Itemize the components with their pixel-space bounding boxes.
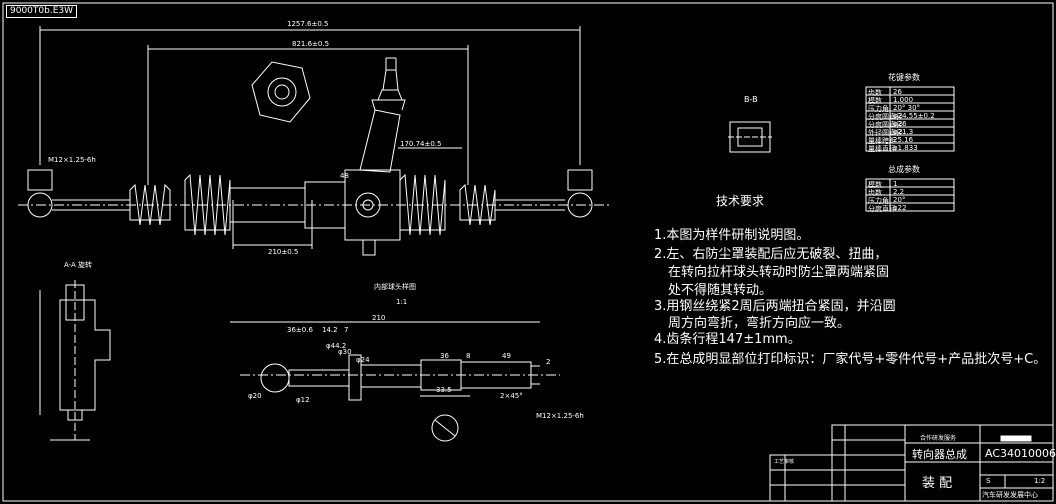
tech-requirement-item: 2.左、右防尘罩装配后应无破裂、扭曲， — [654, 247, 888, 262]
side-label: 工艺审核 — [774, 459, 795, 465]
detail-dim: 8 — [466, 352, 471, 360]
detail-dim: φ24 — [356, 356, 370, 364]
hex-view — [251, 61, 311, 123]
tech-requirements-title: 技术要求 — [716, 194, 765, 208]
detail-scale: 1:1 — [396, 298, 408, 306]
drawing-number: AC34010006 — [985, 447, 1056, 460]
table-cell: 压力角 — [868, 197, 889, 205]
detail-dim: 36±0.6 — [287, 326, 313, 334]
table-cell: φ24.55±0.2 — [893, 112, 935, 120]
detail-dim: 2 — [546, 358, 551, 366]
tech-requirement-item: 5.在总成明显部位打印标识：厂家代号+零件代号+产品批次号+C。 — [654, 352, 1047, 367]
detail-dim: 210 — [372, 314, 386, 322]
detail-title: 内部球头样图 — [374, 283, 416, 291]
detail-dim: φ44.2 — [326, 342, 347, 350]
table-cell: 分度直径 — [868, 205, 896, 213]
detail-dim: φ20 — [248, 392, 262, 400]
stage-mark: S — [986, 477, 991, 485]
table-cell: φ1.833 — [893, 144, 918, 152]
pinion-circle — [355, 192, 381, 218]
title-block-grid — [769, 424, 1054, 502]
spline-table-1-title: 花键参数 — [888, 73, 920, 82]
spline-table-2-grid — [865, 178, 955, 212]
title-block-note: 合作研发服务 — [920, 435, 957, 442]
tech-requirement-item: 1.本图为样件研制说明图。 — [654, 228, 810, 243]
section-bb-label: B-B — [744, 95, 758, 104]
section-aa — [59, 299, 111, 411]
table-cell: φ21.3 — [893, 128, 914, 136]
file-tag: 9000T0b.E3W — [6, 5, 78, 18]
table-cell: 模数 — [868, 181, 882, 189]
spline-table-2-title: 总成参数 — [888, 165, 920, 174]
detail-dim: 7 — [344, 326, 349, 334]
table-cell: 1.000 — [893, 96, 914, 104]
detail-dim: 14.2 — [322, 326, 338, 334]
table-cell: 模数 — [868, 97, 882, 105]
tech-requirement-item: 在转向拉杆球头转动时防尘罩两端紧固 — [668, 265, 890, 280]
detail-dim: M12×1.25-6h — [536, 412, 584, 420]
detail-dim: 2×45° — [500, 392, 523, 400]
tech-requirement-item: 3.用钢丝绕紧2周后两端扭合紧固，并沿圆 — [654, 299, 896, 314]
scale-mark: 1:2 — [1034, 477, 1046, 485]
table-cell: 齿数 — [868, 189, 882, 197]
left-dust-boot — [129, 183, 171, 226]
detail-dim: 33.5 — [436, 386, 452, 394]
part-name: 转向器总成 — [912, 448, 967, 461]
table-cell: 20° 30° — [893, 104, 921, 112]
table-cell: 26 — [893, 88, 902, 96]
table-cell: 外径圆直径 — [868, 129, 903, 137]
right-dust-boot — [399, 173, 446, 236]
table-cell: 分度圆直径 — [868, 113, 903, 121]
table-cell: 分度圆直径 — [868, 121, 903, 129]
overall-dimension: 1257.6±0.5 — [287, 20, 329, 28]
table-cell: 量棒跨距 — [868, 137, 896, 145]
table-cell: 2.2 — [893, 188, 905, 196]
section-aa-label: A-A 旋转 — [64, 261, 93, 269]
table-cell: φ22 — [893, 204, 907, 212]
table-cell: 20° — [893, 196, 906, 204]
detail-dim: φ12 — [296, 396, 310, 404]
rack-offset-dimension: 210±0.5 — [268, 248, 299, 256]
input-shaft-spline — [382, 69, 399, 91]
inner-dimension: 821.6±0.5 — [292, 40, 330, 48]
drawing-type: 装 配 — [922, 476, 953, 491]
pinion-dimension: 170.74±0.5 — [400, 140, 442, 148]
thread-callout: M12×1.25-6h — [48, 156, 96, 164]
table-cell: φ26 — [893, 120, 907, 128]
tech-requirement-item: 处不得随其转动。 — [668, 283, 773, 298]
detail-ball — [260, 363, 290, 393]
table-cell: 量棒直径 — [868, 145, 896, 153]
company-name: 汽车研发发展中心 — [982, 491, 1038, 499]
tech-requirement-item: 周方向弯折，弯折方向应一致。 — [668, 316, 851, 331]
left-ball-joint — [27, 192, 53, 218]
detail-dim: φ30 — [338, 348, 352, 356]
spline-table-1-grid — [865, 86, 955, 152]
detail-dim: 36 — [440, 352, 449, 360]
title-fill-bar — [1000, 435, 1032, 442]
detail-dim: 49 — [502, 352, 511, 360]
right-ball-joint — [567, 192, 593, 218]
table-cell: 齿数 — [868, 89, 882, 97]
table-cell: 1 — [893, 180, 898, 188]
table-cell: 25.16 — [893, 136, 914, 144]
tech-requirement-item: 4.齿条行程147±1mm。 — [654, 332, 801, 347]
table-cell: 压力角 — [868, 105, 889, 113]
center-mark: 48 — [340, 172, 349, 180]
